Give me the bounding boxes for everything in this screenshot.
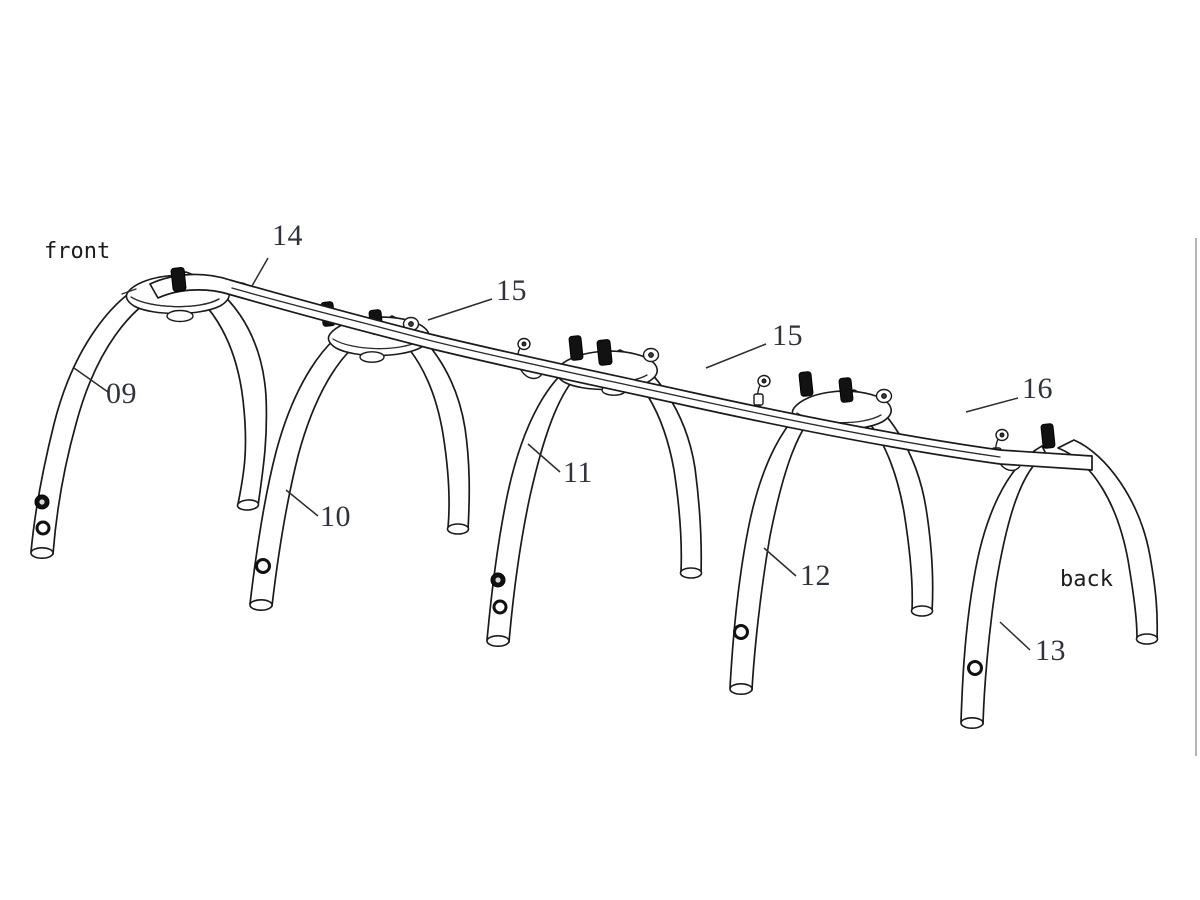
tube-end-cap (30, 546, 54, 559)
leg-hole (255, 558, 271, 574)
leg-hole (733, 624, 749, 640)
hub-bolt-top (1040, 423, 1056, 449)
tube-end-cap (679, 567, 703, 579)
hub-knob-bolt (408, 321, 414, 327)
callout-12: 12 (800, 559, 831, 592)
leader-15a (427, 298, 493, 321)
leader-14 (251, 257, 269, 287)
ridge-pole-centerline (231, 287, 1001, 458)
callout-09: 09 (106, 377, 137, 410)
hub-knob-bolt (881, 393, 887, 399)
leg-hole-lower (35, 520, 51, 536)
leader-10 (285, 489, 319, 517)
orientation-label-front: front (44, 239, 110, 264)
callout-10: 10 (320, 500, 351, 533)
leader-11 (527, 443, 561, 473)
tube-end-cap (446, 523, 470, 535)
hub-nut-bottom (359, 351, 385, 363)
tube-end-cap (236, 499, 260, 511)
tube-end-cap (486, 634, 510, 647)
u-bracket-bolt (999, 432, 1005, 438)
hub-clamp-front-overlay (130, 267, 220, 308)
callout-15b: 15 (772, 319, 803, 352)
tube-end-cap (910, 605, 934, 617)
callout-15: 15 (496, 274, 527, 307)
hub-collar-edge-overlay (130, 296, 220, 308)
hub-bolt-left (568, 335, 584, 361)
leg-hole-upper-bore (39, 499, 45, 505)
hub-tab-left (121, 288, 137, 295)
orientation-label-back: back (1060, 567, 1113, 592)
hub-knob-bolt (648, 352, 654, 358)
leader-12 (763, 547, 797, 577)
hub-bolt-top-overlay (170, 267, 187, 292)
callout-14: 14 (272, 219, 303, 252)
leader-16 (965, 397, 1019, 413)
leg-hole-lower (492, 599, 508, 615)
u-bracket-bolt (761, 378, 767, 384)
callout-13: 13 (1035, 634, 1066, 667)
callout-16: 16 (1022, 372, 1053, 405)
leader-15b (705, 343, 767, 369)
ridge-pole-body (149, 273, 1093, 471)
hub-bolt-top (838, 377, 854, 403)
tube-end-cap (249, 598, 273, 611)
callout-11: 11 (563, 456, 593, 489)
leader-09 (73, 367, 109, 393)
tube-end-cap (960, 716, 984, 729)
u-bracket-bolt (521, 341, 527, 347)
hub-bolt-left (798, 371, 814, 397)
leg-hole (967, 660, 983, 676)
hub-bolt-top (596, 339, 613, 366)
callout-text-layer: 14 15 15 16 09 10 11 12 13 front back (44, 219, 1113, 667)
tube-end-cap (1135, 633, 1159, 645)
u-bracket-plate (753, 393, 764, 406)
hub-nut-bottom (166, 309, 194, 323)
callout-leaders (73, 257, 1031, 651)
leg-hole-upper-bore (495, 577, 501, 583)
leader-13 (999, 621, 1031, 651)
ridge-pole (149, 273, 1093, 471)
tube-end-cap (729, 682, 753, 695)
